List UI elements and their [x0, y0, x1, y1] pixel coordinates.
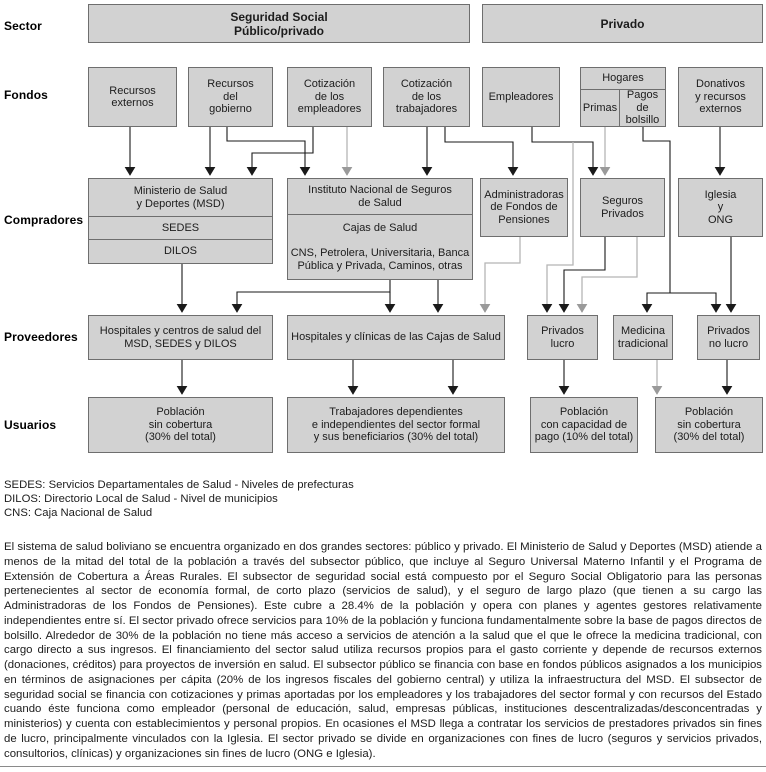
box-sedes: SEDES: [88, 216, 273, 240]
bottom-rule: [0, 766, 766, 767]
box-sector-seguridad-social: Seguridad Social Público/privado: [88, 4, 470, 43]
footnote-sedes: SEDES: Servicios Departamentales de Salu…: [4, 479, 354, 491]
box-instituto-seguros: Instituto Nacional de Seguros de Salud: [287, 178, 473, 215]
box-hogares: Hogares: [580, 67, 666, 90]
row-label-compradores: Compradores: [4, 213, 84, 227]
row-label-usuarios: Usuarios: [4, 418, 57, 432]
box-poblacion-sin-cobertura-2: Población sin cobertura (30% del total): [655, 397, 763, 453]
box-empleadores: Empleadores: [482, 67, 560, 127]
box-recursos-gobierno: Recursos del gobierno: [188, 67, 273, 127]
box-msd: Ministerio de Salud y Deportes (MSD): [88, 178, 273, 217]
box-cajas-de-salud: Cajas de Salud CNS, Petrolera, Universit…: [287, 214, 473, 280]
row-label-sector: Sector: [4, 19, 42, 33]
box-cotizacion-trabajadores: Cotización de los trabajadores: [383, 67, 470, 127]
box-medicina-tradicional: Medicina tradicional: [613, 315, 673, 360]
box-afp: Administradoras de Fondos de Pensiones: [480, 178, 568, 237]
box-privados-no-lucro: Privados no lucro: [697, 315, 760, 360]
box-poblacion-con-capacidad: Población con capacidad de pago (10% del…: [530, 397, 638, 453]
box-primas: Primas: [580, 89, 620, 127]
box-iglesia-ong: Iglesia y ONG: [678, 178, 763, 237]
box-hospitales-msd: Hospitales y centros de salud del MSD, S…: [88, 315, 273, 360]
box-dilos: DILOS: [88, 239, 273, 264]
box-trabajadores-usuarios: Trabajadores dependientes e independient…: [287, 397, 505, 453]
box-donativos: Donativos y recursos externos: [678, 67, 763, 127]
box-seguros-privados: Seguros Privados: [580, 178, 665, 237]
box-privados-lucro: Privados lucro: [527, 315, 598, 360]
footnote-dilos: DILOS: Directorio Local de Salud - Nivel…: [4, 493, 278, 505]
box-recursos-externos: Recursos externos: [88, 67, 177, 127]
box-cotizacion-empleadores: Cotización de los empleadores: [287, 67, 372, 127]
description-paragraph: El sistema de salud boliviano se encuent…: [4, 541, 762, 760]
box-poblacion-sin-cobertura-1: Población sin cobertura (30% del total): [88, 397, 273, 453]
box-pagos-de-bolsillo: Pagos de bolsillo: [619, 89, 666, 127]
footnote-cns: CNS: Caja Nacional de Salud: [4, 507, 153, 519]
row-label-proveedores: Proveedores: [4, 330, 78, 344]
row-label-fondos: Fondos: [4, 88, 48, 102]
box-sector-privado: Privado: [482, 4, 763, 43]
box-hospitales-cajas: Hospitales y clínicas de las Cajas de Sa…: [287, 315, 505, 360]
